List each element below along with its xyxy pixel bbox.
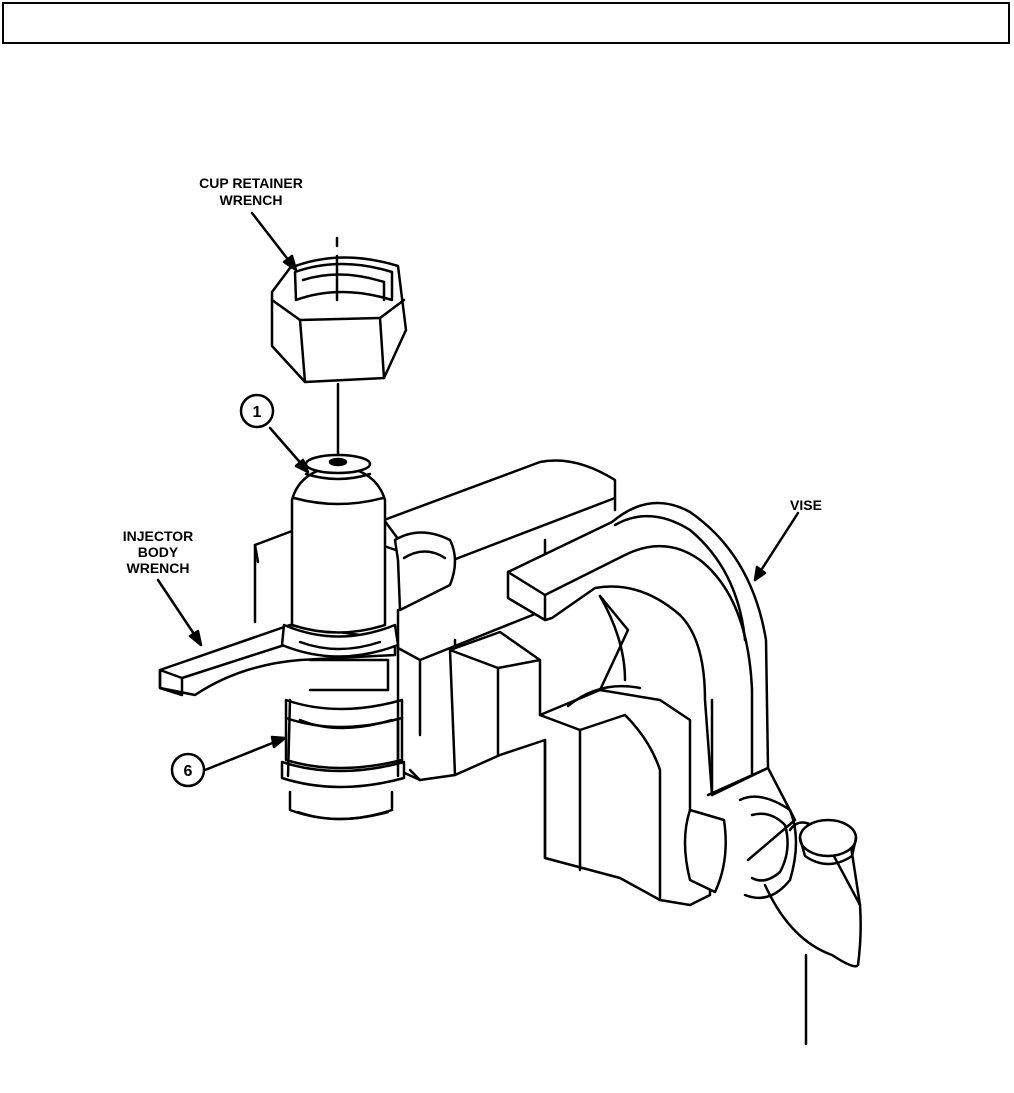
injector-body-label-line2: BODY [138, 544, 179, 560]
injector [282, 455, 404, 819]
cup-retainer-label-line2: WRENCH [220, 192, 283, 208]
callout-6-number: 6 [184, 763, 193, 780]
injector-body-label-line1: INJECTOR [123, 528, 194, 544]
cup-retainer-wrench [272, 238, 406, 455]
vise-screw [685, 768, 861, 1044]
injector-body-label-line3: WRENCH [127, 560, 190, 576]
vise-label: VISE [790, 497, 822, 513]
cup-retainer-label-line1: CUP RETAINER [199, 175, 303, 191]
callout-1-number: 1 [253, 404, 262, 421]
vise-jaw [450, 596, 710, 905]
